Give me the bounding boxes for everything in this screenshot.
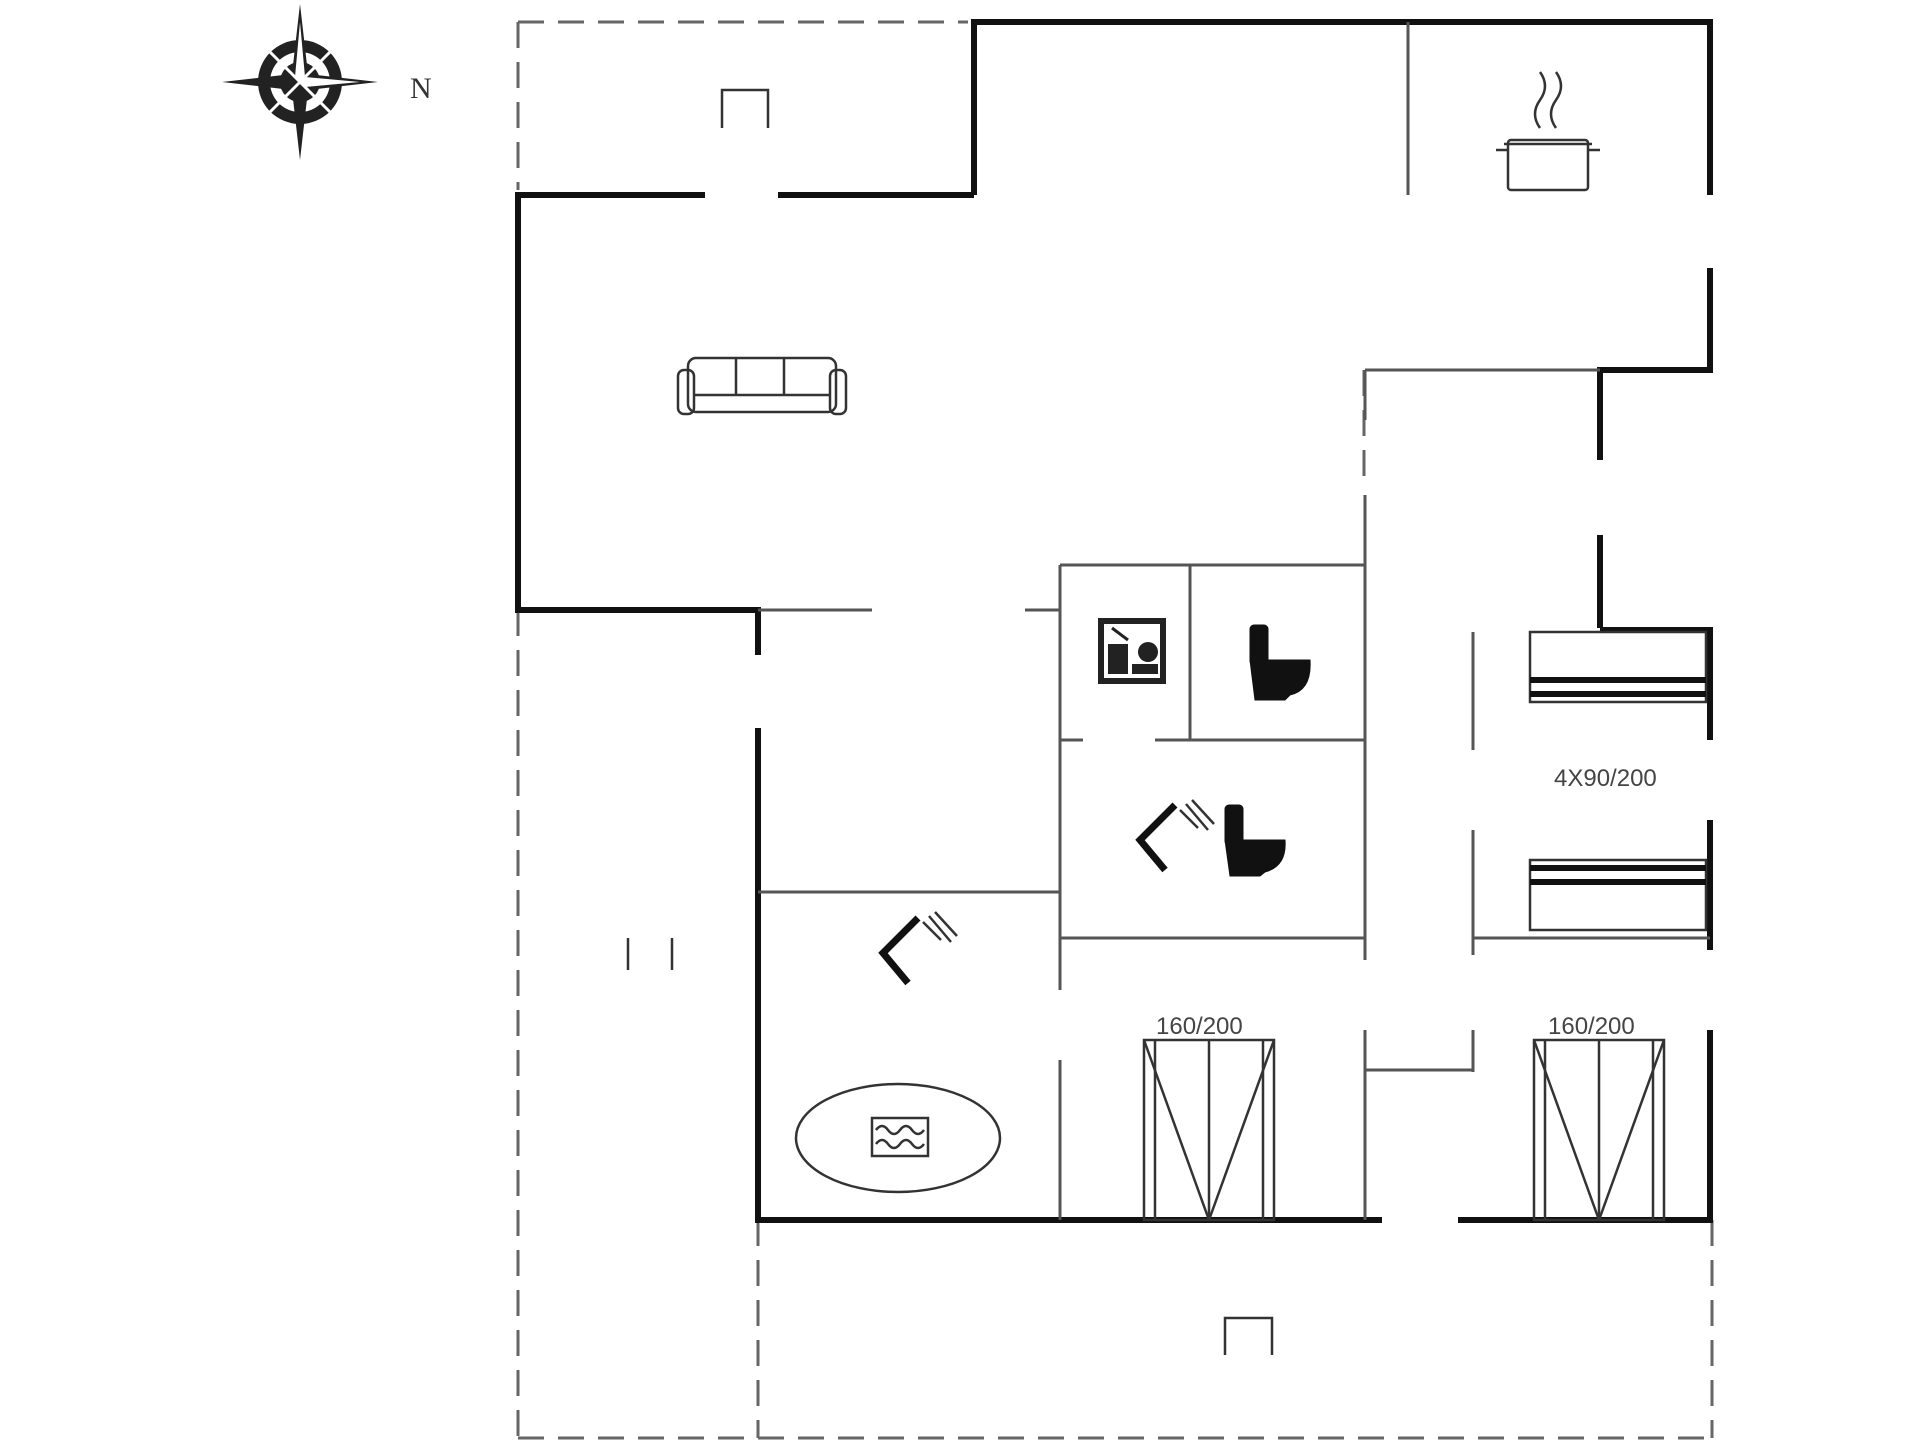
shower-icon xyxy=(878,911,958,986)
interior-partitions xyxy=(758,22,1710,1220)
bed-size-label: 160/200 xyxy=(1156,1013,1243,1040)
bunk-bed-top xyxy=(1528,630,1708,704)
shower-icon xyxy=(1135,799,1215,873)
north-label: N xyxy=(410,72,432,105)
bed-size-label: 4X90/200 xyxy=(1554,765,1657,792)
toilet-icon xyxy=(1249,624,1311,701)
double-bed xyxy=(1142,1038,1276,1222)
whirlpool-icon xyxy=(794,1082,1002,1194)
outdoor-area-outline xyxy=(516,20,1714,1440)
door-marker-top xyxy=(720,88,770,128)
sofa-icon xyxy=(676,356,848,416)
bed-size-label: 160/200 xyxy=(1548,1013,1635,1040)
door-marker-bottom xyxy=(1223,1316,1274,1355)
cooking-pot-icon xyxy=(1496,71,1600,192)
washing-machine-icon xyxy=(1098,618,1166,684)
toilet-icon xyxy=(1224,804,1286,877)
compass-rose-icon xyxy=(222,4,378,160)
bunk-bed-bottom xyxy=(1528,858,1708,932)
door-marker-left xyxy=(626,938,674,970)
double-bed xyxy=(1532,1038,1666,1222)
